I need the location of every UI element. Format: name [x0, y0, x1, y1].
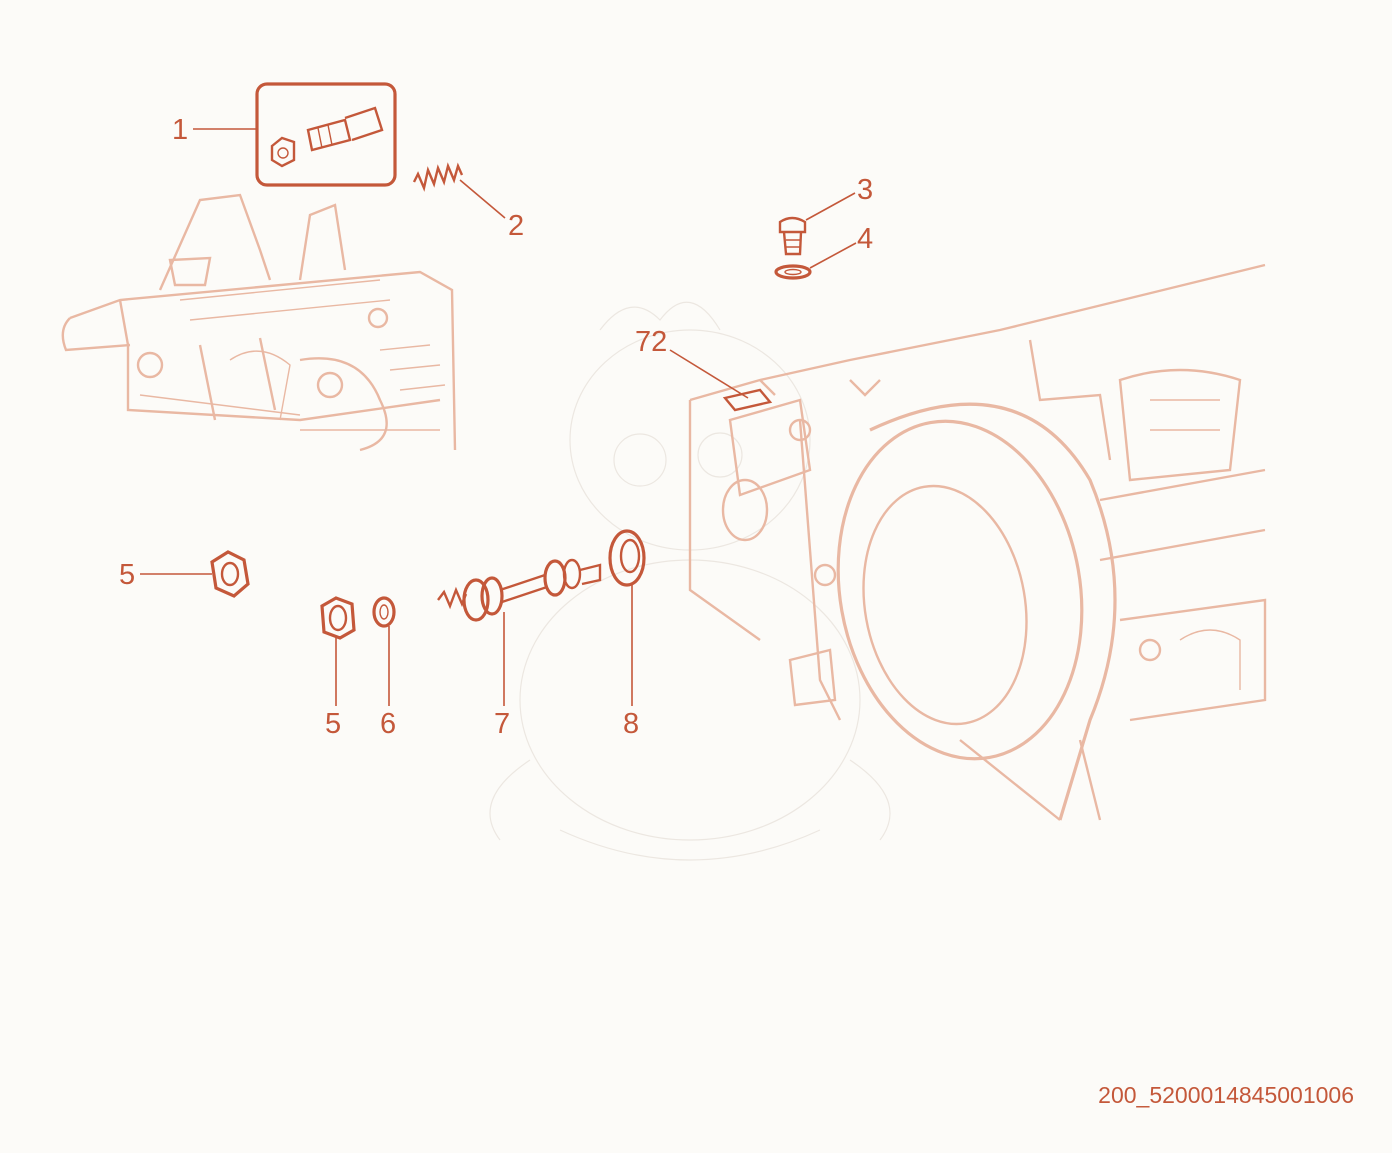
callout-label-5-lower: 5 — [325, 708, 342, 740]
part-7-drive-shaft — [437, 558, 602, 622]
callout-label-4: 4 — [857, 223, 874, 255]
leader-line-72 — [669, 349, 749, 399]
callout-label-72: 72 — [635, 326, 668, 358]
part-5-nut-left — [210, 550, 250, 598]
callout-label-1: 1 — [172, 114, 189, 146]
leader-lines — [140, 128, 857, 706]
leader-line-3 — [805, 192, 856, 221]
upper-housing-assembly — [61, 193, 457, 452]
part-1-bolt-kit — [255, 82, 397, 187]
part-6-washer — [372, 596, 396, 628]
part-3-plug-screw — [778, 216, 807, 256]
part-5-nut-lower — [320, 596, 356, 640]
leader-line-4 — [809, 242, 857, 269]
part-72-lug — [722, 388, 773, 412]
callout-label-2: 2 — [508, 210, 525, 242]
callout-label-6: 6 — [380, 708, 397, 740]
part-1-kit-frame — [255, 82, 397, 187]
callout-label-7: 7 — [494, 708, 511, 740]
callout-label-5-left: 5 — [119, 559, 136, 591]
main-transmission-housing — [688, 263, 1267, 821]
part-8-shaft-seal — [608, 529, 646, 587]
diagram-reference-code: 200_5200014845001006 — [1098, 1082, 1354, 1108]
callout-label-3: 3 — [857, 174, 874, 206]
part-2-spring — [412, 162, 464, 192]
part-4-sealing-ring — [774, 264, 812, 280]
leader-line-2 — [459, 179, 506, 219]
callout-label-8: 8 — [623, 708, 640, 740]
